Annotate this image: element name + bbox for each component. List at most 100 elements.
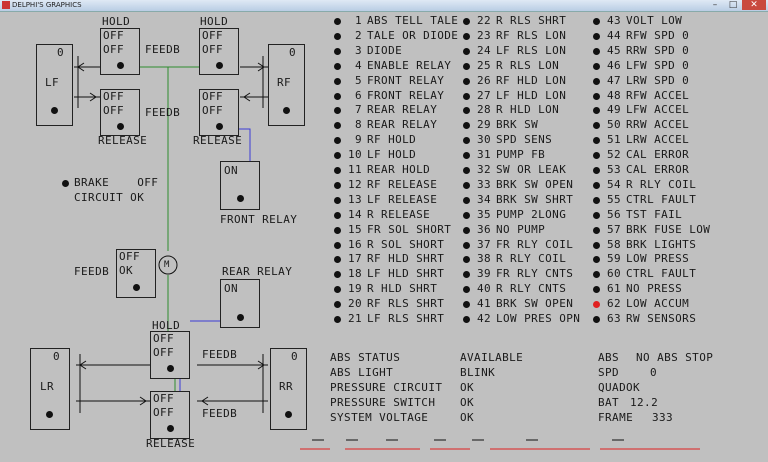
code-label-14[interactable]: R RELEASE [367,207,431,221]
code-label-8[interactable]: REAR RELAY [367,118,438,132]
code-label-7[interactable]: REAR RELAY [367,103,438,117]
code-label-48[interactable]: RFW ACCEL [626,88,690,102]
status-label: ABS STATUS [330,351,401,364]
lf-wheel[interactable]: 0 LF [36,44,73,126]
code-label-9[interactable]: RF HOLD [367,133,417,147]
code-label-33[interactable]: BRK SW OPEN [496,177,574,191]
lr-wheel-value: 0 [53,350,61,363]
close-button[interactable]: ✕ [742,0,766,10]
code-label-19[interactable]: R HLD SHRT [367,282,438,296]
code-label-43[interactable]: VOLT LOW [626,14,683,27]
code-label-25[interactable]: R RLS LON [496,58,560,72]
code-label-28[interactable]: R HLD LON [496,103,560,117]
rr-wheel[interactable]: 0 RR [270,348,307,430]
code-label-30[interactable]: SPD SENS [496,133,553,147]
rf-hold-valve[interactable]: OFF OFF [199,28,239,75]
code-label-22[interactable]: R RLS SHRT [496,14,567,27]
code-label-54[interactable]: R RLY COIL [626,177,697,191]
code-number-13: 13 [347,192,362,206]
code-label-13[interactable]: LF RELEASE [367,192,438,206]
code-label-42[interactable]: LOW PRES OPN [496,312,581,325]
code-label-21[interactable]: LF RLS SHRT [367,312,445,325]
code-label-53[interactable]: CAL ERROR [626,163,690,176]
code-number-23: 23 [476,28,491,42]
code-label-29[interactable]: BRK SW [496,118,539,132]
front-relay-box[interactable]: ON [220,161,260,210]
code-label-20[interactable]: RF RLS SHRT [367,297,445,311]
code-label-52[interactable]: CAL ERROR [626,148,690,162]
rear-relay-box[interactable]: ON [220,279,260,328]
code-label-35[interactable]: PUMP 2LONG [496,207,567,221]
code-number-32: 32 [476,163,491,176]
code-label-58[interactable]: BRK LIGHTS [626,237,697,251]
rf-release-indicator [216,123,223,130]
code-label-59[interactable]: LOW PRESS [626,252,690,266]
code-label-62[interactable]: LOW ACCUM [626,297,690,311]
rr-wheel-value: 0 [291,350,299,363]
code-label-46[interactable]: LFW SPD 0 [626,58,690,72]
code-label-41[interactable]: BRK SW OPEN [496,297,574,311]
code-indicator-46 [593,62,600,70]
lf-hold-valve[interactable]: OFF OFF [100,28,140,75]
rear-release-indicator [167,425,174,432]
code-label-6[interactable]: FRONT RELAY [367,88,445,102]
code-label-45[interactable]: RRW SPD 0 [626,43,690,57]
code-label-26[interactable]: RF HLD LON [496,73,567,87]
code-number-29: 29 [476,118,491,132]
code-number-3: 3 [354,43,362,57]
code-label-10[interactable]: LF HOLD [367,148,417,162]
rf-wheel[interactable]: 0 RF [268,44,305,126]
code-label-15[interactable]: FR SOL SHORT [367,222,452,236]
code-label-4[interactable]: ENABLE RELAY [367,58,452,72]
rear-hold-valve[interactable]: OFF OFF [150,331,190,379]
code-label-31[interactable]: PUMP FB [496,148,546,162]
code-label-38[interactable]: R RLY COIL [496,252,567,266]
code-number-54: 54 [606,177,621,191]
lf-release-valve[interactable]: OFF OFF [100,89,140,136]
code-label-17[interactable]: RF HLD SHRT [367,252,445,266]
code-label-24[interactable]: LF RLS LON [496,43,567,57]
status-value: AVAILABLE [460,351,524,364]
code-label-16[interactable]: R SOL SHORT [367,237,445,251]
code-label-44[interactable]: RFW SPD 0 [626,28,690,42]
code-label-56[interactable]: TST FAIL [626,207,683,221]
rear-release-valve[interactable]: OFF OFF [150,391,190,439]
code-number-50: 50 [606,118,621,132]
code-label-18[interactable]: LF HLD SHRT [367,267,445,281]
code-label-36[interactable]: NO PUMP [496,222,546,236]
code-label-11[interactable]: REAR HOLD [367,163,431,176]
pump-feedback-state-2: OK [119,264,134,277]
code-label-37[interactable]: FR RLY COIL [496,237,574,251]
code-label-3[interactable]: DIODE [367,43,403,57]
code-label-57[interactable]: BRK FUSE LOW [626,222,711,236]
code-label-60[interactable]: CTRL FAULT [626,267,697,281]
code-label-12[interactable]: RF RELEASE [367,177,438,191]
code-label-5[interactable]: FRONT RELAY [367,73,445,87]
rf-hold-state-1: OFF [202,29,224,42]
code-label-39[interactable]: FR RLY CNTS [496,267,574,281]
code-label-61[interactable]: NO PRESS [626,282,683,296]
code-label-47[interactable]: LRW SPD 0 [626,73,690,87]
code-number-33: 33 [476,177,491,191]
code-label-1[interactable]: ABS TELL TALE [367,14,459,27]
status-right-value: 12.2 [630,396,659,409]
code-indicator-26 [463,77,470,85]
lr-wheel[interactable]: 0 LR [30,348,70,430]
code-label-23[interactable]: RF RLS LON [496,28,567,42]
code-label-50[interactable]: RRW ACCEL [626,118,690,132]
code-label-34[interactable]: BRK SW SHRT [496,192,574,206]
code-label-2[interactable]: TALE OR DIODE [367,28,459,42]
code-label-55[interactable]: CTRL FAULT [626,192,697,206]
code-label-27[interactable]: LF HLD LON [496,88,567,102]
code-label-49[interactable]: LFW ACCEL [626,103,690,117]
code-label-51[interactable]: LRW ACCEL [626,133,690,147]
pump-feedback-box[interactable]: OFF OK [116,249,156,298]
code-indicator-50 [593,122,600,130]
code-number-57: 57 [606,222,621,236]
code-label-32[interactable]: SW OR LEAK [496,163,567,176]
code-label-40[interactable]: R RLY CNTS [496,282,567,296]
maximize-button[interactable]: □ [728,0,738,10]
minimize-button[interactable]: – [712,0,718,10]
rf-release-valve[interactable]: OFF OFF [199,89,239,136]
code-label-63[interactable]: RW SENSORS [626,312,697,325]
